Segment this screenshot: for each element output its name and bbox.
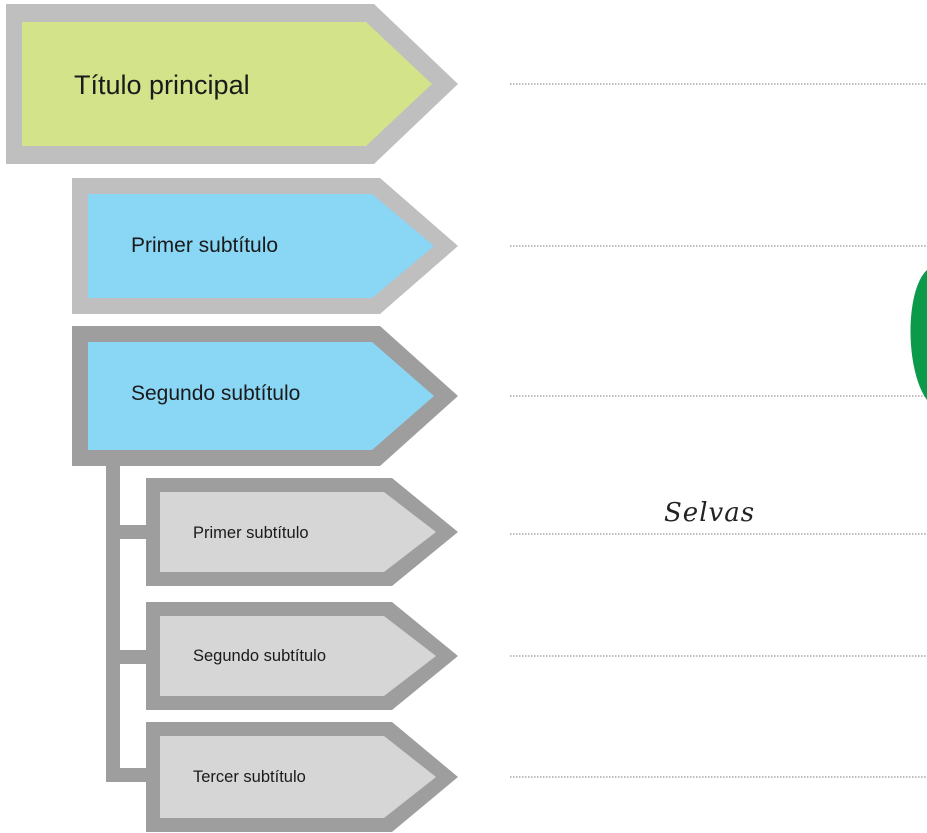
sub-subtitle-arrow-1: [146, 478, 458, 586]
sub-subtitle-label-1: Primer subtítulo: [193, 524, 309, 542]
subtitle-arrow-2: [72, 326, 458, 466]
sub-subtitle-arrow-3: [146, 722, 458, 832]
sub-subtitle-arrow-2: [146, 602, 458, 710]
main-title-arrow: [6, 4, 458, 164]
connector-branch-2: [106, 650, 150, 664]
leaf-decoration: [910, 270, 927, 400]
connector-branch-1: [106, 525, 150, 539]
handwritten-answer: Selvas: [664, 498, 756, 528]
sub-subtitle-label-3: Tercer subtítulo: [193, 768, 306, 786]
sub-subtitle-label-2: Segundo subtítulo: [193, 647, 327, 665]
subtitle-label-1: Primer subtítulo: [131, 234, 279, 257]
connector-vertical: [106, 464, 120, 782]
main-title-label: Título principal: [74, 70, 250, 100]
connector-branch-3: [106, 768, 150, 782]
subtitle-label-2: Segundo subtítulo: [131, 382, 301, 405]
subtitle-arrow-1: [72, 178, 458, 314]
